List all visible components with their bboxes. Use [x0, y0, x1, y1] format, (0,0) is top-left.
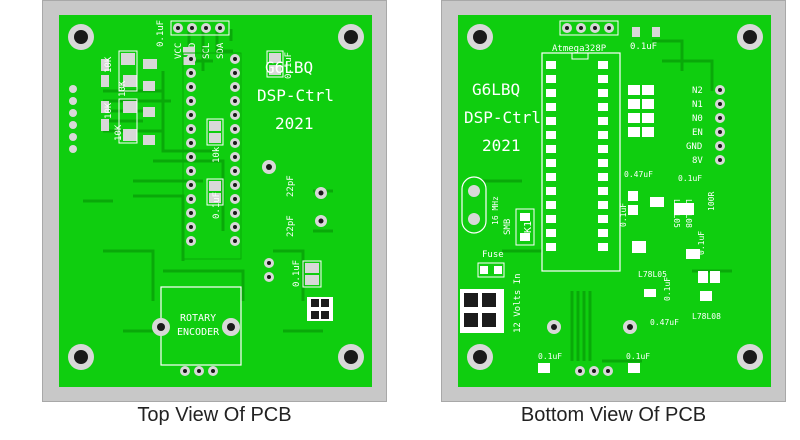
crystal-label: 16 MHz [491, 196, 500, 225]
label-cap-047-a: 0.47uF [624, 170, 653, 179]
right-pin-header [715, 85, 725, 165]
power-input-label: 12 Volts In [513, 273, 523, 333]
label-cap-01-d: 0.1uF [663, 277, 672, 301]
bottom-mounting-holes [467, 24, 763, 370]
bottom-cap-top-label: 0.1uF [630, 42, 657, 52]
label-cap-22a: 22pF [286, 175, 296, 197]
top-power-jumper [307, 297, 333, 321]
pin-label-sda: SDA [216, 42, 226, 59]
top-view-caption: Top View Of PCB [137, 404, 292, 426]
top-left-header [69, 85, 77, 153]
bottom-board-surface [458, 15, 771, 387]
label-cap-22b: 22pF [286, 215, 296, 237]
top-bottom-header [180, 366, 218, 376]
top-crystal-pads [262, 160, 327, 282]
label-res-b: 10K [104, 102, 114, 119]
top-pcb-view: VCC GND SCL SDA 0 [42, 0, 387, 402]
label-reg-a: L78L05 [672, 199, 681, 228]
bottom-title-line-3: 2021 [482, 136, 521, 155]
bottom-traces [482, 39, 732, 363]
smb-label: SMB [503, 219, 513, 235]
label-res-k: 10k [212, 146, 222, 163]
right-pin-n2: N2 [692, 86, 703, 96]
top-dip-socket [182, 52, 242, 260]
pin-label-scl: SCL [202, 43, 212, 59]
relay-k1 [515, 208, 535, 246]
label-res-100r: 100R [707, 192, 716, 211]
bottom-smd-parts [538, 85, 720, 373]
right-pin-8v: 8V [692, 156, 703, 166]
bottom-title-line-2: DSP-Ctrl [464, 108, 541, 127]
bottom-dip-socket [541, 52, 621, 272]
label-cap-047-b: 0.47uF [650, 318, 679, 327]
top-i2c-header [170, 20, 230, 36]
label-cap-top: 0.1uF [156, 20, 166, 47]
label-cap-right-top: 0.1uF [284, 52, 294, 79]
top-title-line-3: 2021 [275, 114, 314, 133]
label-cap-mid: 0.1uF [212, 192, 222, 219]
pin-label-vcc: VCC [174, 43, 184, 59]
chip-label: Atmega328P [552, 44, 607, 54]
right-pin-en: EN [692, 128, 703, 138]
label-cap-01-c: 0.1uF [697, 231, 706, 255]
label-res-d: 10K [114, 124, 124, 141]
label-reg-b: L78L08 [684, 199, 693, 228]
rotary-label-1: ROTARY [180, 313, 216, 324]
label-cap-01-f: 0.1uF [626, 352, 650, 361]
crystal-outline [461, 176, 487, 234]
label-res-c: 10K [118, 80, 128, 97]
relay-label: K1 [523, 221, 534, 233]
top-title-line-2: DSP-Ctrl [257, 86, 334, 105]
rotary-encoder-outline [152, 286, 242, 366]
top-smd-outlines [118, 50, 322, 288]
bottom-pcb-view: Atmega328P 0.1uF G6LBQ DSP-Ctrl [441, 0, 786, 402]
label-res-a: 10K [104, 56, 114, 73]
label-reg-c: L78L05 [638, 270, 667, 279]
right-pin-n1: N1 [692, 100, 703, 110]
top-mounting-holes [68, 24, 364, 370]
label-reg-d: L78L08 [692, 312, 721, 321]
bottom-lower-pads [547, 320, 637, 376]
right-pin-gnd: GND [686, 142, 702, 152]
bottom-view-caption: Bottom View Of PCB [520, 404, 707, 426]
label-cap-01-a: 0.1uF [678, 174, 702, 183]
fuse-outline [477, 262, 505, 278]
top-title-line-1: G6LBQ [265, 58, 313, 77]
label-cap-01-b: 0.1uF [619, 203, 628, 227]
fuse-label: Fuse [482, 250, 504, 260]
label-cap-01-e: 0.1uF [538, 352, 562, 361]
label-cap-bottom: 0.1uF [292, 260, 302, 287]
bottom-i2c-header [559, 20, 619, 36]
power-input-jack [460, 289, 504, 333]
bottom-title-line-1: G6LBQ [472, 80, 520, 99]
bottom-top-cap [632, 27, 660, 37]
right-pin-n0: N0 [692, 114, 703, 124]
top-traces [83, 29, 333, 333]
rotary-label-2: ENCODER [177, 327, 220, 338]
